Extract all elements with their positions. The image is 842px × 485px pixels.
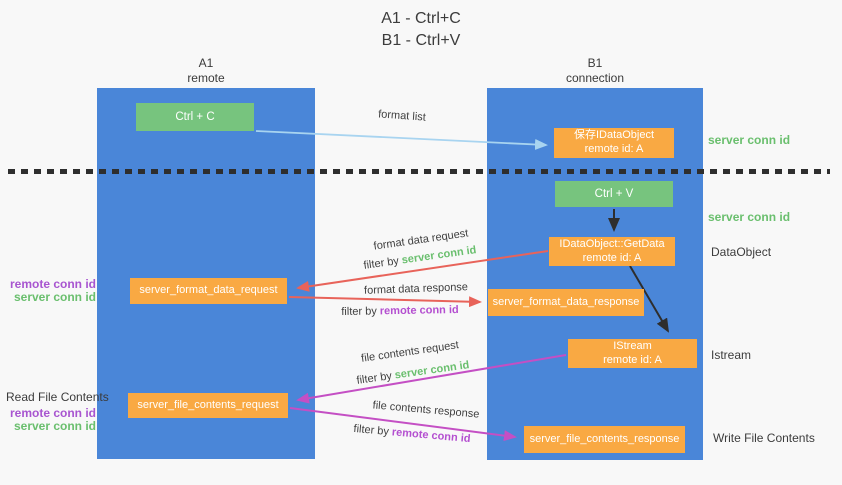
format-data-response-arrow (288, 296, 482, 308)
node-istream: IStream remote id: A (568, 339, 697, 368)
format-data-response-label: format data response (363, 281, 469, 297)
istream-side-label: Istream (711, 348, 752, 362)
lane-header-b1: B1 connection (487, 56, 703, 86)
server-conn-id-mid-label: server conn id (708, 210, 791, 224)
remote-conn-id-label: remote conn id (10, 277, 97, 291)
node-istream-line1: IStream (613, 339, 652, 352)
title-line-1: A1 - Ctrl+C (381, 10, 461, 27)
lane-b1-name: B1 (587, 56, 603, 70)
node-ctrl-v: Ctrl + V (555, 181, 673, 207)
dataobject-label: DataObject (711, 245, 772, 259)
node-ctrl-c-label: Ctrl + C (175, 111, 215, 123)
remote-conn-id-label-2: remote conn id (10, 406, 97, 420)
remote-conn-id-text: remote conn id (379, 303, 459, 318)
node-freq-label: server_format_data_request (139, 284, 278, 297)
diagram-title: A1 - Ctrl+C B1 - Ctrl+V (0, 8, 842, 53)
filter-by-text-4: filter by (353, 422, 393, 439)
node-save-line2: remote id: A (584, 143, 644, 155)
node-save-idataobject: 保存IDataObject remote id: A (554, 128, 674, 158)
lane-b1-role: connection (565, 71, 625, 85)
remote-conn-id-text-2: remote conn id (391, 426, 471, 446)
file-contents-request-label: file contents request (360, 339, 460, 365)
read-file-contents-label: Read File Contents (6, 390, 109, 404)
node-idataobject-getdata: IDataObject::GetData remote id: A (549, 237, 675, 266)
filter-by-remote-conn-id-label-2: filter by remote conn id (353, 423, 471, 445)
filter-by-text-3: filter by (355, 369, 396, 387)
server-conn-id-label-2: server conn id (13, 419, 96, 433)
dashed-divider (8, 169, 830, 174)
node-fcresp-label: server_file_contents_response (529, 432, 680, 445)
file-contents-response-label: file contents response (372, 399, 480, 421)
server-conn-id-top-label: server conn id (708, 133, 791, 147)
lane-header-a1: A1 remote (97, 56, 315, 86)
filter-by-server-conn-id-label-2: filter by server conn id (356, 359, 470, 387)
format-list-label: format list (377, 108, 427, 124)
node-ctrl-v-label: Ctrl + V (594, 188, 634, 200)
conn-id-pair-format: remote conn id server conn id (10, 278, 96, 304)
server-conn-id-label: server conn id (13, 290, 96, 304)
filter-by-text: filter by (362, 254, 403, 272)
node-fcreq-label: server_file_contents_request (137, 398, 279, 411)
node-server-format-data-response: server_format_data_response (488, 289, 644, 316)
filter-by-text-2: filter by (341, 305, 380, 319)
filter-by-remote-conn-id-label: filter by remote conn id (341, 304, 459, 318)
node-getdata-line2: remote id: A (582, 251, 642, 264)
node-server-file-contents-request: server_file_contents_request (128, 393, 288, 418)
node-istream-line2: remote id: A (603, 353, 662, 366)
server-conn-id-text-2: server conn id (393, 359, 471, 382)
write-file-contents-label: Write File Contents (713, 431, 815, 445)
conn-id-pair-file: remote conn id server conn id (10, 407, 96, 433)
lane-a1-name: A1 (198, 56, 214, 70)
node-save-line1: 保存IDataObject (573, 129, 655, 142)
node-server-format-data-request: server_format_data_request (130, 278, 287, 304)
lane-a1-role: remote (187, 71, 225, 85)
node-getdata-line1: IDataObject::GetData (559, 237, 665, 250)
server-conn-id-text: server conn id (400, 244, 478, 267)
node-ctrl-c: Ctrl + C (136, 103, 254, 131)
node-fresp-label: server_format_data_response (492, 295, 640, 308)
node-server-file-contents-response: server_file_contents_response (524, 426, 685, 453)
title-line-2: B1 - Ctrl+V (381, 32, 461, 50)
